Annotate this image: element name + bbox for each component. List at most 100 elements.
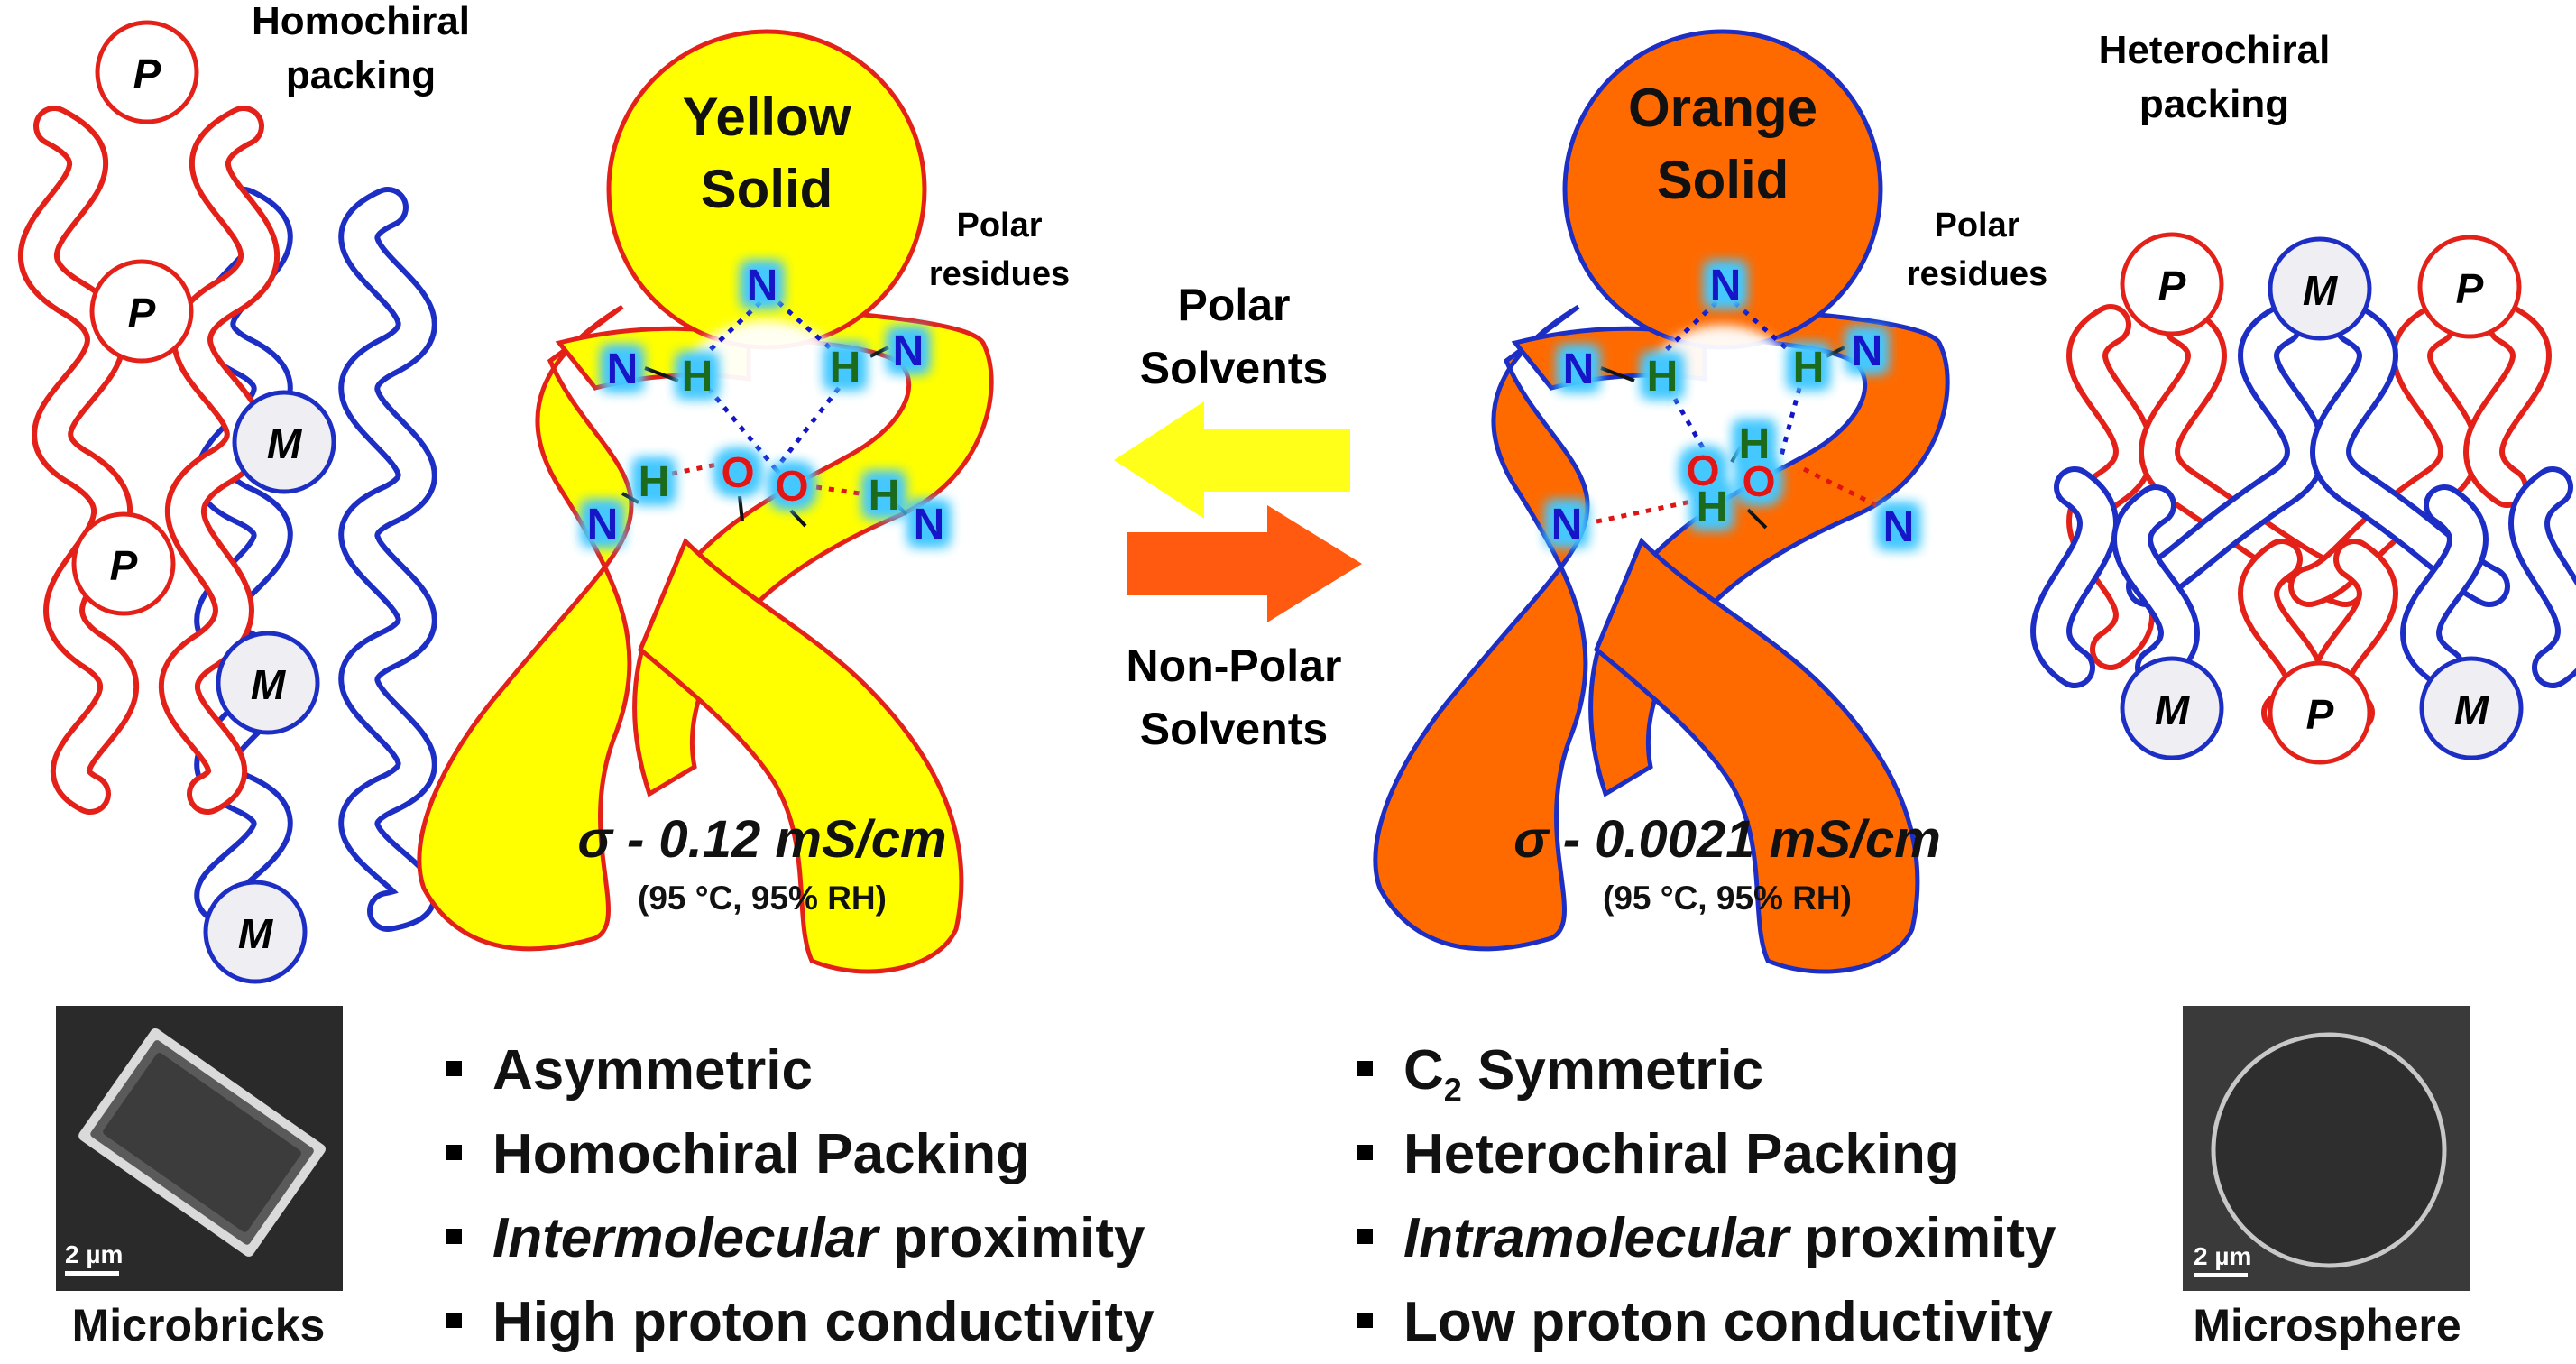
yellow-polar-label: Polar — [956, 207, 1042, 244]
chirality-label-p2: P — [89, 259, 194, 364]
orange-solid-molecule: Orange Solid N N H — [1373, 29, 2047, 974]
yellow-ribbon-right — [637, 537, 964, 974]
solvent-switch: Polar Solvents Non-Polar Solvents — [1114, 280, 1362, 754]
list-item: C2 Symmetric — [1357, 1028, 2169, 1112]
svg-text:P: P — [110, 542, 138, 589]
atom-o: O — [1742, 458, 1775, 506]
svg-text:P: P — [2456, 265, 2484, 312]
atom-h: H — [639, 458, 670, 506]
orange-polar-label: Polar — [1934, 207, 2019, 244]
svg-text:M: M — [267, 420, 303, 467]
homochiral-title: Homochiral — [252, 0, 470, 43]
sem-micrograph-microbricks: 2 µm — [56, 1006, 343, 1291]
yellow-polar-label-2: residues — [929, 255, 1070, 293]
orange-conditions: (95 °C, 95% RH) — [1603, 880, 1852, 917]
orange-ribbon-left — [1373, 304, 1590, 952]
chirality-label-bottom-m1: M — [2120, 656, 2224, 760]
polar-solvents-label-2: Solvents — [1140, 343, 1328, 393]
chirality-label-m2: M — [216, 631, 320, 735]
atom-o: O — [721, 449, 754, 497]
svg-text:P: P — [2158, 263, 2186, 309]
chirality-label-bottom-p: P — [2268, 660, 2372, 765]
atom-n: N — [1551, 501, 1583, 548]
svg-text:P: P — [2306, 691, 2334, 738]
list-item: Homochiral Packing — [446, 1112, 1258, 1196]
yellow-conditions: (95 °C, 95% RH) — [638, 880, 887, 917]
yellow-ribbon-left — [417, 304, 634, 952]
chirality-label-m1: M — [232, 390, 336, 494]
chirality-label-m3: M — [203, 880, 308, 984]
sem-micrograph-microsphere: 2 µm — [2183, 1006, 2470, 1291]
chirality-label-top-p1: P — [2120, 232, 2224, 336]
homochiral-title-2: packing — [286, 53, 436, 97]
microsphere-image — [2183, 1006, 2470, 1291]
blue-helix-col1 — [2030, 466, 2200, 688]
chirality-label-top-p2: P — [2417, 235, 2522, 339]
nonpolar-solvents-label-2: Solvents — [1140, 704, 1328, 754]
atom-n: N — [1710, 262, 1742, 309]
microbrick-image — [56, 1006, 343, 1291]
blue-helix-col3 — [2400, 466, 2576, 688]
chirality-label-p3: P — [71, 512, 176, 616]
scale-bar-right: 2 µm — [2194, 1242, 2251, 1277]
list-item: Asymmetric — [446, 1028, 1258, 1112]
yellow-solid-label-2: Solid — [701, 159, 833, 219]
atom-n: N — [587, 501, 619, 548]
svg-text:M: M — [238, 910, 274, 957]
heterochiral-title-2: packing — [2139, 82, 2289, 126]
heterochiral-packing-diagram: Heterochiral packing — [2030, 28, 2576, 765]
yellow-ribbon-loop — [632, 295, 994, 797]
list-item: High proton conductivity — [446, 1280, 1258, 1364]
atom-h: H — [1793, 344, 1825, 392]
svg-text:P: P — [133, 51, 161, 97]
polar-solvent-arrow — [1114, 401, 1350, 519]
atom-o: O — [1686, 447, 1719, 495]
atom-h: H — [869, 472, 900, 520]
svg-text:M: M — [2454, 687, 2490, 733]
atom-h: H — [830, 344, 861, 392]
svg-text:M: M — [2155, 687, 2191, 733]
nonpolar-solvent-arrow — [1127, 505, 1362, 622]
microbricks-caption: Microbricks — [71, 1300, 326, 1350]
orange-solid-label: Orange — [1628, 78, 1817, 138]
homochiral-packing-diagram: P P P M M M Homochiral packing — [17, 0, 470, 984]
orange-polar-label-2: residues — [1907, 255, 2047, 293]
svg-text:P: P — [128, 290, 156, 336]
list-item: Intramolecular proximity — [1357, 1196, 2169, 1280]
atom-n: N — [1852, 327, 1883, 375]
atom-h: H — [1647, 353, 1679, 401]
list-item: Intermolecular proximity — [446, 1196, 1258, 1280]
atom-n: N — [607, 346, 639, 393]
orange-polar-cluster: N N H H N H O O H N N — [1551, 262, 1915, 551]
chirality-label-bottom-m2: M — [2419, 656, 2524, 760]
red-helix-left — [17, 106, 281, 815]
nonpolar-solvents-label: Non-Polar — [1127, 641, 1342, 691]
atom-h: H — [682, 353, 713, 401]
svg-text:M: M — [251, 661, 287, 708]
polar-solvents-label: Polar — [1177, 280, 1290, 330]
yellow-solid-label: Yellow — [683, 87, 851, 147]
list-item: Heterochiral Packing — [1357, 1112, 2169, 1196]
orange-properties-list: C2 Symmetric Heterochiral Packing Intram… — [1357, 1028, 2169, 1364]
chirality-label-p1: P — [95, 20, 199, 124]
atom-h: H — [1697, 484, 1728, 531]
atom-o: O — [775, 463, 808, 511]
orange-conductivity: σ - 0.0021 mS/cm — [1513, 810, 1941, 869]
yellow-solid-molecule: Yellow Solid — [417, 29, 1070, 974]
heterochiral-title: Heterochiral — [2099, 28, 2331, 72]
atom-n: N — [1883, 503, 1915, 551]
list-item: Low proton conductivity — [1357, 1280, 2169, 1364]
atom-n: N — [747, 262, 778, 309]
scale-bar-left: 2 µm — [65, 1240, 123, 1276]
atom-n: N — [914, 501, 945, 548]
yellow-conductivity: σ - 0.12 mS/cm — [577, 810, 946, 869]
microsphere-caption: Microsphere — [2193, 1300, 2461, 1350]
atom-h: H — [1739, 420, 1771, 468]
chirality-label-top-m: M — [2268, 236, 2372, 341]
yellow-properties-list: Asymmetric Homochiral Packing Intermolec… — [446, 1028, 1258, 1364]
orange-solid-label-2: Solid — [1657, 150, 1789, 210]
svg-text:M: M — [2303, 267, 2339, 314]
orange-ribbon-right — [1593, 537, 1920, 974]
atom-n: N — [1563, 346, 1595, 393]
